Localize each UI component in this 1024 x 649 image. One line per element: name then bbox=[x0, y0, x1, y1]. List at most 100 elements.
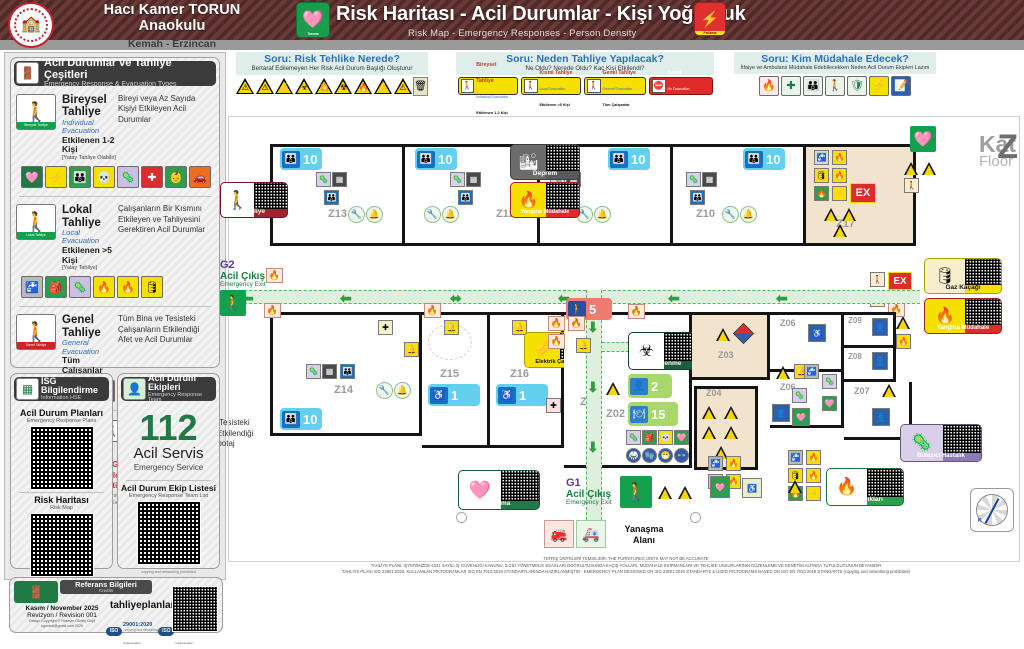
suffocation-icon: 💀 bbox=[93, 166, 115, 189]
qr-subtitle: Emergency Response Plans bbox=[26, 418, 97, 424]
assembly-label-line2: Alanı bbox=[632, 534, 655, 545]
school-name-line1: Hacı Kamer TORUN bbox=[103, 2, 241, 18]
corridor-arrow-down: ⬇ bbox=[587, 319, 599, 335]
fire-response-icon: 🔥 bbox=[806, 450, 821, 465]
pill-affected: Etkilenen 1-2 Kişi bbox=[476, 110, 508, 115]
radiation-warning-icon: ☢ bbox=[334, 77, 353, 96]
pill-affected: Tüm Çalışanlar bbox=[602, 102, 630, 107]
contagious-disease-icon: 🦠 bbox=[69, 276, 91, 299]
ambulance-icon: 🚑 bbox=[576, 520, 606, 548]
qr-title: Acil Durum Planları bbox=[19, 408, 104, 418]
sign-deprem[interactable]: 🏙 Deprem bbox=[510, 144, 580, 180]
floor-plan-frame bbox=[228, 116, 1020, 562]
sign-zehirlenme[interactable]: ☣ Zehirlenme bbox=[628, 332, 700, 370]
qr-code[interactable] bbox=[29, 426, 94, 490]
room-label-z03: Z03 bbox=[718, 350, 734, 360]
electrical-team-icon: ⚡ bbox=[869, 75, 889, 96]
exit-label: Acil Çıkış bbox=[220, 270, 266, 282]
emergency-plans-qr-block[interactable]: Acil Durum Planları Emergency Response P… bbox=[11, 404, 112, 490]
evac-type-desc: Bireyi veya Az Sayıda Kişiyi Etkileyen A… bbox=[118, 94, 196, 124]
room-label-z15: Z15 bbox=[440, 368, 459, 380]
emergency-exit-icon: 🚶 bbox=[220, 290, 246, 316]
panel-header: 🚪 Acil Durumlar ve Tahliye Çeşitleri Eme… bbox=[14, 57, 216, 88]
fire-extinguisher-icon: 🔥 bbox=[266, 268, 283, 283]
iso-sub: Implementation bbox=[175, 642, 194, 645]
pill-affected: Etkilenen >5 Kişi bbox=[539, 102, 570, 107]
divider bbox=[19, 306, 211, 308]
sign-isi-yaniklari[interactable]: 🔥 Isı Yanıkları bbox=[826, 468, 904, 506]
protection-team-icon: 🛡 bbox=[847, 75, 867, 96]
hazard-warning-icon bbox=[833, 224, 848, 238]
capacity-badge-z12: 👪 10 bbox=[415, 148, 458, 170]
team-list-qr-block[interactable]: Acil Durum Ekip Listesi Emergency Respon… bbox=[118, 483, 219, 565]
no-entry-running-icon: ⛔ bbox=[651, 78, 666, 93]
capacity-value: 2 bbox=[651, 378, 659, 394]
panel-title: Acil Durum Ekipleri bbox=[148, 372, 197, 393]
sign-tahliye[interactable]: 🚶 Tahliye bbox=[220, 182, 288, 218]
capacity-badge-z11: 👪 10 bbox=[608, 148, 651, 170]
evac-type-note: [Yatay Tahliye Olabilir] bbox=[62, 155, 116, 162]
fire-extinguisher-circle-icon: 🔧 bbox=[722, 206, 739, 223]
pill-affected: Etkilenen Tüm Kişiler bbox=[667, 102, 707, 107]
room-z06-a bbox=[770, 312, 844, 372]
qr-code[interactable] bbox=[29, 513, 94, 577]
evac-type-name: Lokal Tahliye bbox=[62, 204, 101, 229]
panel-title: İSG Bilgilendirme bbox=[41, 375, 99, 396]
explosion-ex-icon: EX bbox=[850, 183, 876, 203]
exit-g1: G1 Acil Çıkış Emergency Exit bbox=[566, 477, 612, 507]
fire-extinguisher-icon: 🔥 bbox=[424, 303, 441, 318]
floor-label-en: Floor bbox=[978, 152, 1014, 170]
dining-icon: 🍽 bbox=[630, 405, 648, 423]
qr-code[interactable] bbox=[545, 145, 579, 171]
response-team-icon: 👤 bbox=[123, 378, 146, 400]
risk-map-qr-block[interactable]: Risk Haritası Risk Map bbox=[11, 495, 112, 577]
reference-header: Referans Bilgileri Credits bbox=[60, 580, 152, 594]
evac-type-name: Genel Tahliye bbox=[62, 314, 101, 339]
room-label-z08: Z08 bbox=[848, 352, 862, 361]
alarm-circle-icon: 🔔 bbox=[594, 206, 611, 223]
qr-code[interactable] bbox=[965, 299, 1001, 325]
capacity-value: 1 bbox=[451, 387, 459, 403]
hazard-warning-icon bbox=[922, 162, 937, 176]
sign-gaz-kacagi[interactable]: 🛢 Gaz Kaçağı bbox=[924, 258, 1002, 294]
burn-icon: 🔥 bbox=[814, 186, 829, 201]
fire-extinguisher-circle-icon: 🔧 bbox=[348, 206, 365, 223]
mask-icon: 😷 bbox=[658, 448, 673, 463]
fire-response-icon: 🔥 bbox=[511, 183, 546, 217]
window-icon: ▦ bbox=[466, 172, 481, 187]
pill-name-en: No Evacuation bbox=[667, 86, 690, 91]
evac-type-affected: Etkilenen 1-2 Kişi bbox=[62, 134, 115, 155]
evacuation-types-panel: 🚪 Acil Durumlar ve Tahliye Çeşitleri Eme… bbox=[10, 57, 253, 506]
floor-value: Z bbox=[997, 128, 1018, 166]
burn-icon: 🔥 bbox=[827, 469, 867, 505]
person-density-icon: 👪 bbox=[610, 150, 628, 168]
qr-code[interactable] bbox=[136, 500, 201, 565]
divider bbox=[19, 196, 211, 198]
window-icon: ▦ bbox=[322, 364, 337, 379]
qr-code[interactable] bbox=[254, 183, 287, 209]
sign-travma[interactable]: 🩷 Travma bbox=[458, 470, 540, 510]
sign-bulasici-hastalik[interactable]: 🦠 Bulaşıcı Hastalık bbox=[900, 424, 982, 462]
fire-response-icon: 🔥 bbox=[117, 276, 139, 299]
first-aid-icon: ✚ bbox=[378, 320, 393, 335]
sign-label: Tahliye bbox=[243, 208, 265, 215]
hazard-warning-icon bbox=[702, 426, 717, 440]
trauma-icon: 🩷Travma bbox=[296, 2, 330, 38]
evac-type-desc: Çalışanların Bir Kısmını Etkileyen ve Ta… bbox=[118, 204, 206, 234]
corridor-arrow-left: ⬅ bbox=[340, 290, 352, 306]
capacity-value: 10 bbox=[631, 151, 646, 167]
waste-bin-icon: 🗑 bbox=[413, 76, 428, 96]
question-title: Soru: Risk Tehlike Nerede? bbox=[264, 53, 400, 65]
sign-yangina-mudahale-right[interactable]: 🔥 Yangına Müdahale bbox=[924, 298, 1002, 334]
qr-code[interactable] bbox=[965, 259, 1001, 285]
running-person-red-icon: 🚶 bbox=[586, 78, 601, 93]
evac-footnote-en: Workplace Characteristics, Risk Magnitud… bbox=[22, 492, 208, 507]
sign-yangina-mudahale-top[interactable]: 🔥 Yangına Müdahale bbox=[510, 182, 580, 218]
qr-code[interactable] bbox=[943, 425, 981, 453]
qr-code[interactable] bbox=[172, 586, 218, 632]
emergency-phone-number: 112 bbox=[139, 407, 198, 448]
qr-code[interactable] bbox=[867, 469, 903, 497]
qr-code[interactable] bbox=[545, 183, 579, 209]
question-subtitle: Bertaraf Edilemeyen Her Risk Acil Durum … bbox=[251, 65, 413, 73]
qr-code[interactable] bbox=[501, 471, 539, 501]
